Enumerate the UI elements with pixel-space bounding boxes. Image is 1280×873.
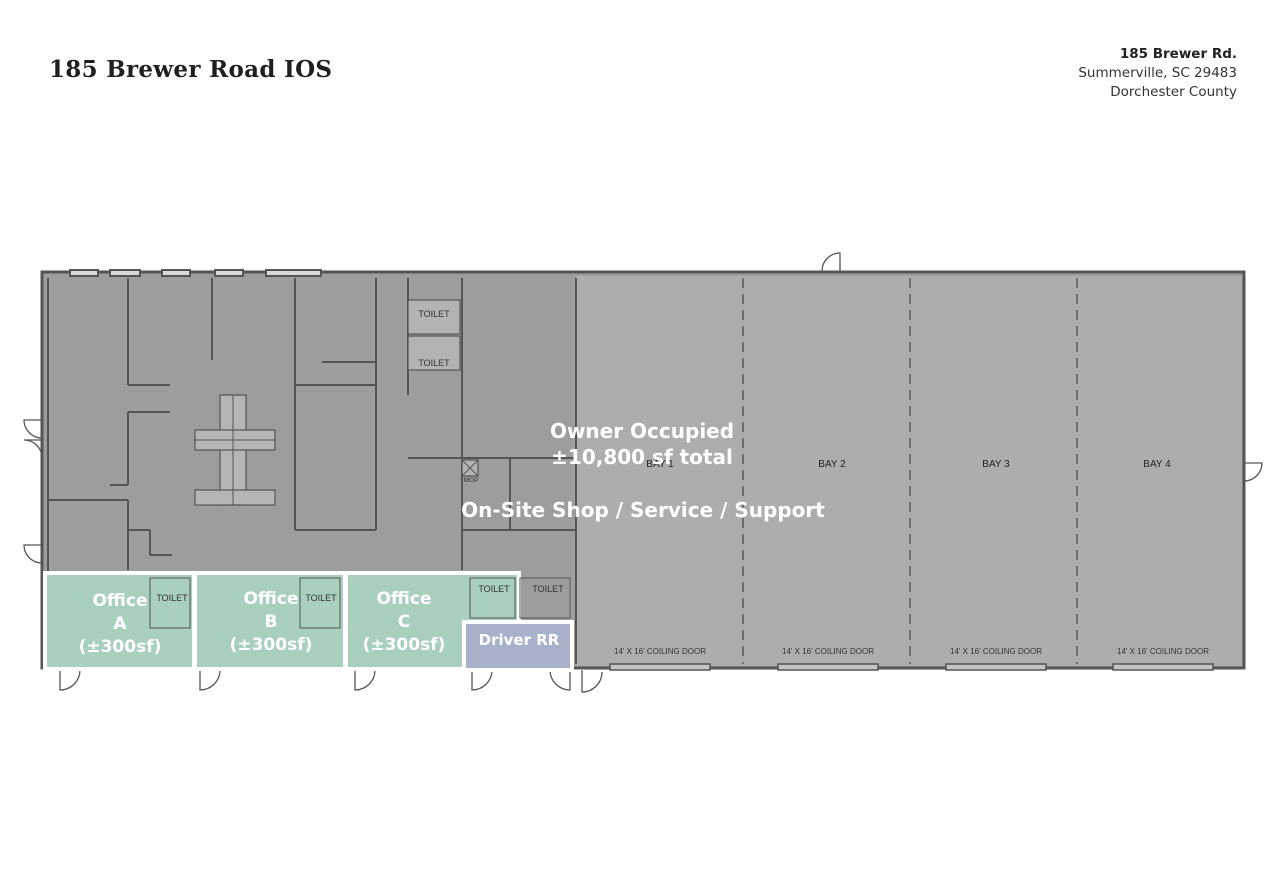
- office-b-size: (±300sf): [230, 635, 313, 655]
- address-county: Dorchester County: [1110, 84, 1237, 100]
- office-toilets: [149, 577, 571, 629]
- toilet-label: TOILET: [418, 309, 450, 319]
- office-a-title: Office: [92, 591, 147, 611]
- toilet-label: TOILET: [305, 593, 337, 603]
- coiling-door-label: 14' X 16' COILING DOOR: [950, 647, 1042, 656]
- driver-rr-label: Driver RR: [479, 631, 560, 649]
- shop-service-label: On-Site Shop / Service / Support: [461, 498, 825, 522]
- address-street: 185 Brewer Rd.: [1119, 46, 1237, 62]
- owner-occupied-label: Owner Occupied: [550, 419, 734, 443]
- bay-3-label: BAY 3: [982, 459, 1010, 470]
- coiling-door-label: 14' X 16' COILING DOOR: [1117, 647, 1209, 656]
- page-title: 185 Brewer Road IOS: [49, 56, 333, 83]
- toilet-label: TOILET: [478, 584, 510, 594]
- office-c-letter: C: [398, 612, 410, 632]
- office-c-size: (±300sf): [363, 635, 446, 655]
- toilet-label: TOILET: [156, 593, 188, 603]
- office-b-letter: B: [265, 612, 278, 632]
- office-c-title: Office: [376, 589, 431, 609]
- office-a-size: (±300sf): [79, 637, 162, 657]
- driver-rr: [462, 620, 574, 672]
- address-city: Summerville, SC 29483: [1078, 65, 1237, 81]
- address-block: 185 Brewer Rd. Summerville, SC 29483 Dor…: [1078, 45, 1237, 102]
- coiling-doors: [609, 663, 1214, 671]
- toilet-label: TOILET: [418, 358, 450, 368]
- bays-area: [576, 276, 1242, 666]
- coiling-door-label: 14' X 16' COILING DOOR: [782, 647, 874, 656]
- owner-area-label: ±10,800 sf total: [551, 445, 733, 469]
- coiling-door-label: 14' X 16' COILING DOOR: [614, 647, 706, 656]
- bay-2-label: BAY 2: [818, 459, 846, 470]
- bay-1-label: BAY 1: [646, 459, 674, 470]
- office-b-title: Office: [243, 589, 298, 609]
- exterior-doors: [23, 252, 1263, 693]
- restroom-block: [407, 299, 479, 477]
- mop-label: MOP: [464, 477, 479, 484]
- office-a: [43, 571, 196, 671]
- toilet-label: TOILET: [532, 584, 564, 594]
- windows: [69, 269, 322, 277]
- bay-4-label: BAY 4: [1143, 459, 1171, 470]
- office-a-letter: A: [113, 614, 127, 634]
